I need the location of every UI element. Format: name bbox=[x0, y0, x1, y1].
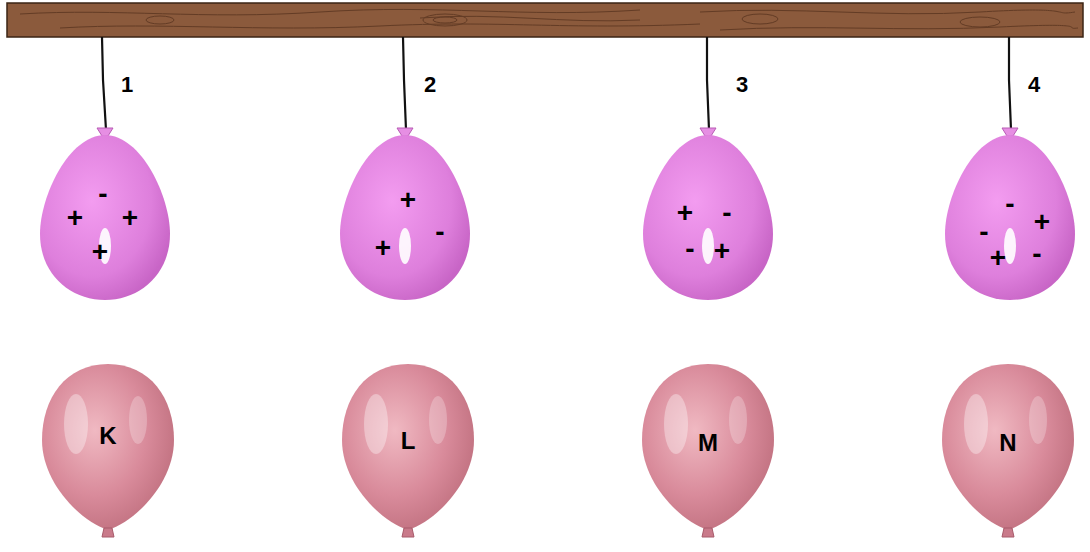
charge-sign: + bbox=[92, 238, 108, 266]
balloon-highlight bbox=[1029, 396, 1047, 444]
charge-sign: + bbox=[122, 204, 138, 232]
balloon-knot bbox=[700, 128, 716, 136]
balloon-knot bbox=[402, 528, 414, 537]
charge-sign: + bbox=[990, 244, 1006, 272]
balloon-highlight bbox=[64, 394, 88, 454]
balloon-letter: K bbox=[99, 424, 116, 448]
balloon-highlight bbox=[364, 394, 388, 454]
charge-sign: + bbox=[677, 199, 693, 227]
string-number: 1 bbox=[121, 74, 133, 96]
balloon-knot bbox=[1002, 128, 1018, 136]
hanging-strings bbox=[102, 37, 1011, 130]
balloon-body bbox=[945, 135, 1075, 300]
balloon-highlight bbox=[964, 394, 988, 454]
charge-sign: - bbox=[435, 218, 444, 246]
string bbox=[707, 37, 709, 130]
string bbox=[102, 37, 106, 130]
charge-sign: - bbox=[1032, 240, 1041, 268]
charged-balloon: +--+ bbox=[643, 126, 773, 302]
test-balloon: K bbox=[42, 362, 174, 540]
balloon-body bbox=[42, 364, 174, 530]
balloon-letter: N bbox=[999, 431, 1016, 455]
balloon-shape bbox=[340, 126, 470, 302]
balloon-knot bbox=[1002, 528, 1014, 537]
test-balloon: M bbox=[642, 362, 774, 540]
charge-sign: + bbox=[400, 186, 416, 214]
string bbox=[1009, 37, 1011, 130]
balloon-highlight bbox=[429, 396, 447, 444]
string-number: 4 bbox=[1028, 74, 1040, 96]
balloon-knot bbox=[102, 528, 114, 537]
charge-sign: - bbox=[1005, 190, 1014, 218]
balloon-knot bbox=[97, 128, 113, 136]
wood-grain bbox=[20, 9, 1078, 30]
balloon-knot bbox=[702, 528, 714, 537]
balloon-body bbox=[643, 135, 773, 300]
charge-sign: + bbox=[1034, 208, 1050, 236]
charge-sign: - bbox=[98, 180, 107, 208]
charged-balloon: -+-+- bbox=[945, 126, 1075, 302]
wooden-bar bbox=[7, 3, 1083, 37]
balloon-knot bbox=[397, 128, 413, 136]
charged-balloon: -+++ bbox=[40, 126, 170, 302]
charge-sign: - bbox=[722, 199, 731, 227]
charged-balloon: ++- bbox=[340, 126, 470, 302]
balloon-shape bbox=[643, 126, 773, 302]
test-balloon: L bbox=[342, 362, 474, 540]
balloon-body bbox=[40, 135, 170, 300]
balloon-body bbox=[342, 364, 474, 530]
balloon-body bbox=[340, 135, 470, 300]
string-number: 2 bbox=[424, 74, 436, 96]
charge-sign: - bbox=[979, 218, 988, 246]
string-number: 3 bbox=[736, 74, 748, 96]
balloon-highlight bbox=[399, 228, 411, 264]
balloon-letter: L bbox=[401, 429, 416, 453]
balloon-body bbox=[942, 364, 1074, 530]
balloon-letter: M bbox=[698, 431, 718, 455]
charge-sign: - bbox=[685, 235, 694, 263]
string bbox=[403, 37, 406, 130]
balloon-highlight bbox=[129, 396, 147, 444]
balloon-highlight bbox=[702, 228, 714, 264]
test-balloon: N bbox=[942, 362, 1074, 540]
charge-sign: + bbox=[67, 204, 83, 232]
charge-sign: + bbox=[714, 237, 730, 265]
balloon-highlight bbox=[729, 396, 747, 444]
balloon-shape bbox=[42, 362, 174, 540]
balloon-highlight bbox=[664, 394, 688, 454]
balloon-shape bbox=[40, 126, 170, 302]
charge-sign: + bbox=[375, 234, 391, 262]
balloon-body bbox=[642, 364, 774, 530]
